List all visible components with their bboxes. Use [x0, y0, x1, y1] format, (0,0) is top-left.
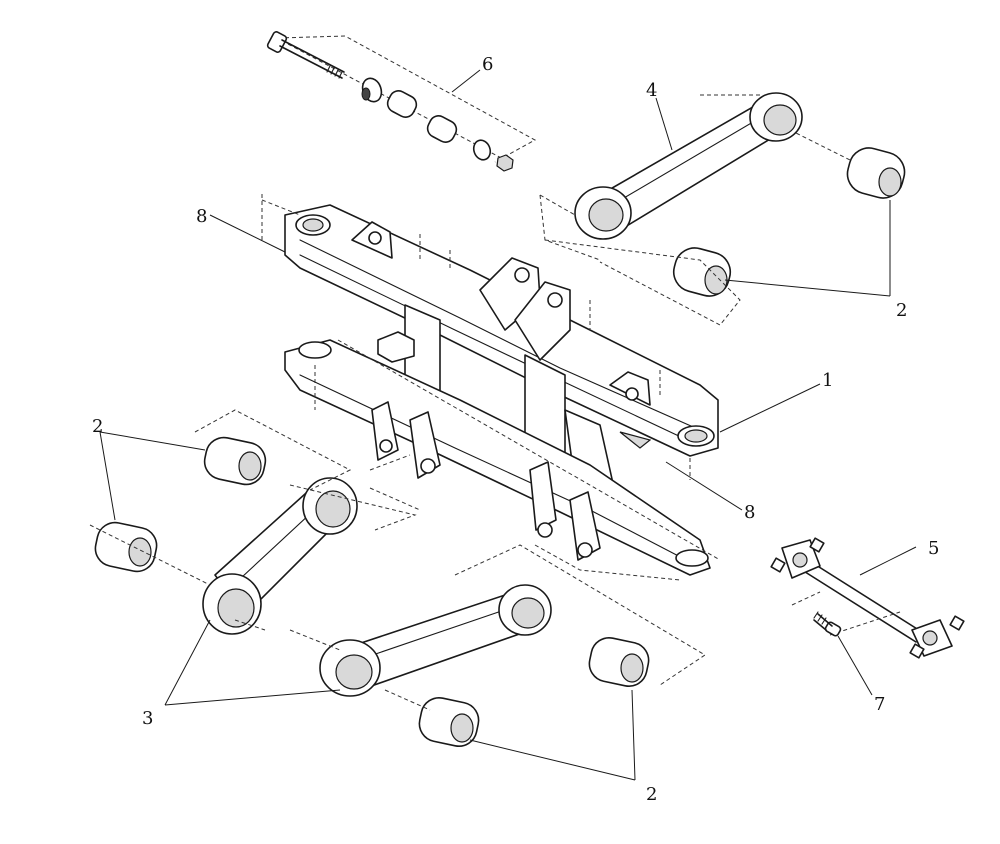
callout-2-left: 2	[92, 416, 103, 437]
part-2-bushing-center-right	[588, 637, 650, 687]
part-2-bushing-left-bottom	[94, 521, 158, 573]
part-2-bushing-center-bottom	[418, 697, 480, 747]
callout-5: 5	[928, 538, 939, 559]
part-1-main-frame	[284, 204, 719, 576]
callout-2-bottom: 2	[646, 784, 657, 805]
leader-lines	[99, 69, 917, 781]
callout-8-top: 8	[196, 206, 207, 227]
callout-4: 4	[646, 80, 657, 101]
part-6-bolt-assembly	[266, 31, 537, 172]
part-7-screw	[813, 611, 842, 637]
callout-8-bottom: 8	[744, 502, 755, 523]
part-2-bushing-left-top	[203, 436, 267, 486]
callout-6: 6	[482, 54, 493, 75]
callout-7: 7	[874, 694, 885, 715]
callout-2-upper-right: 2	[896, 300, 907, 321]
part-5-torque-rod	[770, 537, 965, 659]
part-2-bushing-upper-mid	[672, 247, 732, 297]
part-4-torque-arm	[539, 92, 851, 261]
callout-3: 3	[142, 708, 153, 729]
part-3-lower-arm-left	[202, 477, 358, 635]
callout-1: 1	[822, 370, 833, 391]
part-3-lower-arm-right	[319, 584, 552, 697]
part-2-bushing-upper-right	[846, 147, 906, 199]
